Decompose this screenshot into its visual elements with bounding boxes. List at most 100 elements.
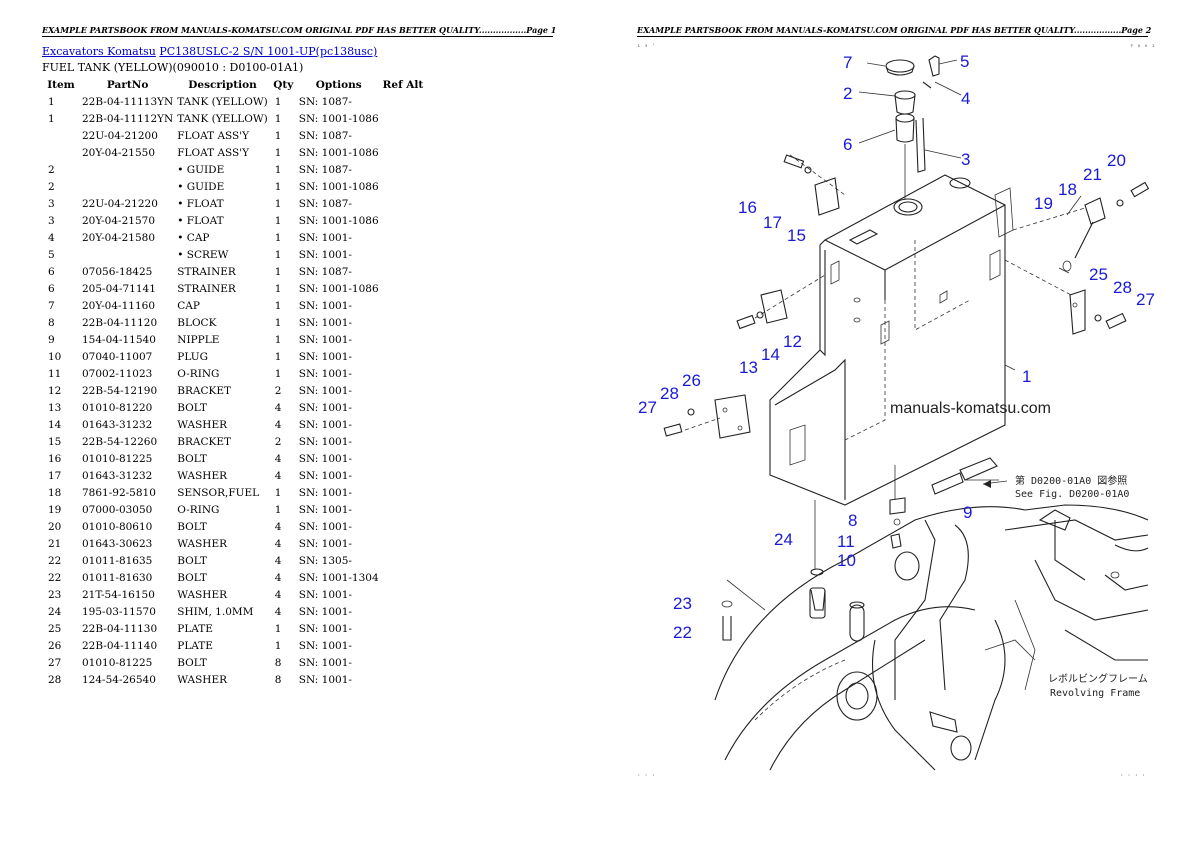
callout-24: 24: [774, 530, 793, 549]
cell-item: 27: [48, 656, 62, 669]
cell-qty: 1: [274, 622, 282, 635]
cell-partno: 22B-04-11130: [82, 622, 158, 635]
cell-partno: 22B-54-12190: [82, 384, 158, 397]
cell-item: 26: [48, 639, 62, 652]
cell-description: SHIM, 1.0MM: [177, 605, 254, 618]
cell-qty: 4: [274, 554, 282, 567]
cell-qty: 2: [274, 435, 282, 448]
cell-partno: 01011-81630: [82, 571, 153, 584]
cell-partno: 205-04-71141: [82, 282, 156, 295]
cell-item: 2: [48, 180, 55, 193]
table-header-row: Item PartNo Description Qty Options Ref …: [42, 76, 425, 93]
cell-qty: 1: [274, 486, 282, 499]
cell-description: FLOAT ASS'Y: [177, 129, 250, 142]
cell-partno: 195-03-11570: [82, 605, 156, 618]
cell-item: 6: [48, 282, 55, 295]
cell-partno: 20Y-04-21550: [82, 146, 155, 159]
cell-options: SN: 1087-: [298, 197, 352, 210]
cell-refalt: [381, 535, 426, 552]
callout-23: 23: [673, 594, 692, 613]
cell-item: 19: [48, 503, 62, 516]
cell-item: [42, 144, 80, 161]
cell-options: SN: 1001-: [298, 520, 352, 533]
cell-options: SN: 1001-: [298, 639, 352, 652]
cell-item: 6: [48, 265, 55, 278]
callout-19: 19: [1034, 194, 1053, 213]
cell-description: WASHER: [177, 469, 228, 482]
cell-description: TANK (YELLOW): [177, 112, 268, 125]
cell-qty: 4: [274, 418, 282, 431]
cell-qty: 1: [274, 367, 282, 380]
cell-refalt: [381, 314, 426, 331]
cell-description: BRACKET: [177, 435, 232, 448]
cell-description: BOLT: [177, 571, 207, 584]
breadcrumb-link-model[interactable]: PC138USLC-2 S/N 1001-UP(pc138usc): [159, 45, 378, 58]
revolving-frame-drawing: [714, 504, 1149, 771]
callout-16: 16: [738, 198, 757, 217]
cell-item: 14: [48, 418, 62, 431]
cell-qty: 8: [274, 656, 282, 669]
cell-description: PLATE: [177, 639, 213, 652]
cell-item: 9: [48, 333, 55, 346]
cell-options: SN: 1305-: [298, 554, 352, 567]
callout-12: 12: [783, 332, 802, 351]
cell-options: SN: 1001-: [298, 316, 352, 329]
cell-refalt: [381, 586, 426, 603]
callout-17: 17: [763, 213, 782, 232]
cell-options: SN: 1001-: [298, 418, 352, 431]
cell-options: SN: 1001-: [298, 605, 352, 618]
cell-refalt: [381, 93, 426, 110]
cell-partno: 01010-81225: [82, 656, 153, 669]
callout-9: 9: [963, 503, 972, 522]
callout-1: 1: [1022, 367, 1031, 386]
breadcrumb-link-excavators[interactable]: Excavators Komatsu: [42, 45, 156, 58]
cell-options: SN: 1001-: [298, 231, 352, 244]
svg-text:¹ ³ ´: ¹ ³ ´: [637, 44, 655, 51]
callout-14: 14: [761, 345, 780, 364]
cap-strainer-drawing: [885, 55, 940, 200]
cell-item: 4: [48, 231, 55, 244]
cell-item: 10: [48, 350, 62, 363]
cell-qty: 1: [274, 146, 282, 159]
cell-refalt: [381, 552, 426, 569]
cell-description: O-RING: [177, 503, 220, 516]
cell-qty: 8: [274, 673, 282, 686]
cell-refalt: [381, 603, 426, 620]
cell-qty: 4: [274, 537, 282, 550]
cell-item: 17: [48, 469, 62, 482]
cell-description: WASHER: [177, 588, 228, 601]
cell-refalt: [381, 127, 426, 144]
cell-item: 22: [48, 571, 62, 584]
cell-refalt: [381, 229, 426, 246]
cell-partno: 154-04-11540: [82, 333, 156, 346]
cell-description: CAP: [177, 299, 200, 312]
cell-item: 12: [48, 384, 62, 397]
cell-description: • CAP: [177, 231, 210, 244]
cell-options: SN: 1001-: [298, 503, 352, 516]
cell-item: 23: [48, 588, 62, 601]
cell-refalt: [381, 382, 426, 399]
callout-20: 20: [1107, 151, 1126, 170]
svg-text:· · · ·: · · · ·: [1120, 772, 1145, 779]
cell-options: SN: 1001-1086: [298, 146, 379, 159]
cell-partno: 20Y-04-21570: [82, 214, 155, 227]
cell-partno: 01010-81220: [82, 401, 153, 414]
cell-partno: 07056-18425: [82, 265, 153, 278]
cell-refalt: [381, 348, 426, 365]
cell-options: SN: 1001-: [298, 333, 352, 346]
cell-options: SN: 1001-1086: [298, 214, 379, 227]
cell-partno: 22B-04-11120: [82, 316, 158, 329]
col-header-partno: PartNo: [106, 78, 149, 91]
callout-25: 25: [1089, 265, 1108, 284]
cell-qty: 1: [274, 231, 282, 244]
